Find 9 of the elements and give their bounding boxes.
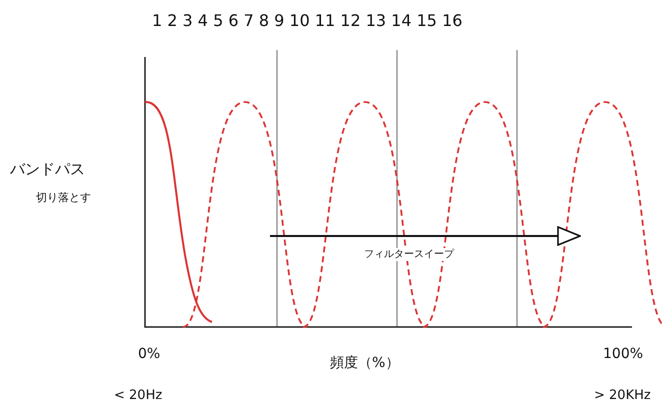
axis-subtitle: 切り落とす [36,192,91,204]
axis-title: 頻度（%） [330,356,400,372]
axis-title: バンドパス [10,161,85,178]
arrow-label: フィルタースイープ [362,248,456,261]
axis-tick-label: < 20Hz [114,389,162,404]
band-numbers: 1 2 3 4 5 6 7 8 9 10 11 12 13 14 15 16 [152,12,462,30]
axis-tick-label: 100% [603,347,644,362]
axis-tick-label: > 20KHz [594,389,651,404]
axis-tick-label: 0% [138,347,160,362]
